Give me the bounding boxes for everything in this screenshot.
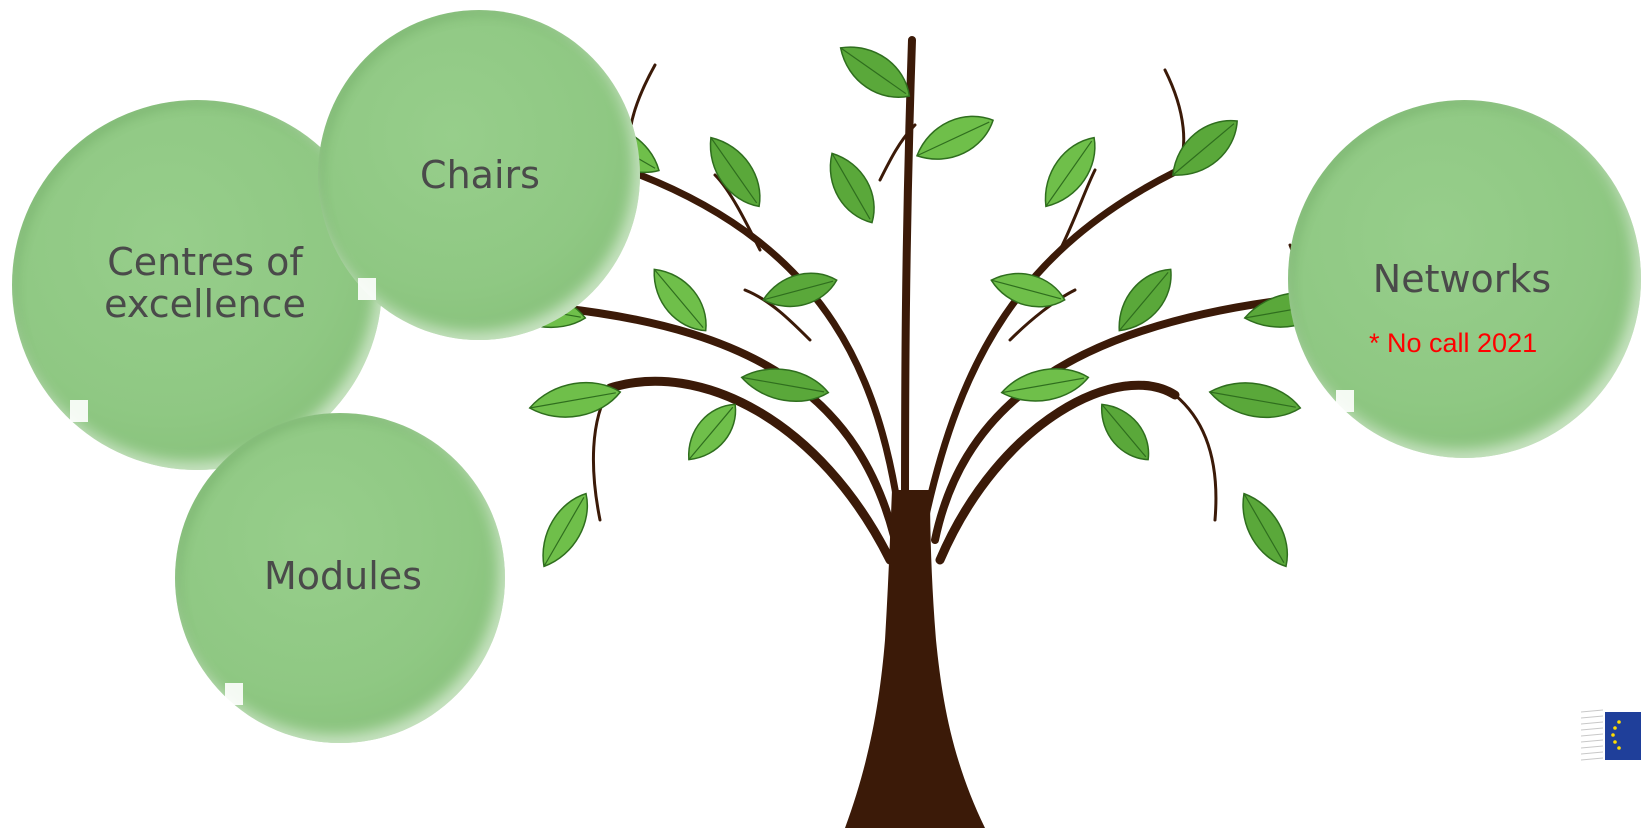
- leaf-icon: [762, 272, 838, 308]
- leaf-icon: [528, 381, 622, 418]
- leaf-icon: [1044, 136, 1096, 208]
- leaf-icon: [542, 492, 588, 568]
- leaf-icon: [829, 152, 875, 224]
- networks-label: Networks: [1372, 257, 1552, 301]
- leaf-icon: [1171, 119, 1238, 176]
- chairs-bubble: [318, 10, 640, 340]
- tree-branch: [636, 171, 904, 524]
- tree-trunk: [845, 490, 985, 828]
- tree-branch: [1058, 168, 1097, 252]
- leaf-icon: [990, 272, 1066, 308]
- leaf-icon: [1242, 492, 1288, 568]
- leaf-icon: [1208, 382, 1302, 419]
- leaf-icon: [1101, 403, 1150, 461]
- tree-leaves: [493, 46, 1337, 568]
- centres-of-excellence-label: Centres of excellence: [65, 241, 345, 325]
- tree-branch: [743, 288, 812, 342]
- centres-label-line1: Centres of: [107, 240, 303, 284]
- tree-branch: [713, 173, 762, 252]
- leaf-icon: [1000, 367, 1090, 402]
- tree-branch: [935, 380, 1180, 565]
- chairs-label: Chairs: [420, 153, 540, 197]
- leaf-icon: [740, 368, 830, 403]
- leaf-icon: [709, 136, 761, 208]
- networks-note: * No call 2021: [1369, 328, 1538, 358]
- tree-branch: [921, 168, 1179, 524]
- leaf-icon: [653, 268, 707, 332]
- leaf-icon: [839, 46, 911, 98]
- leaf-icon: [1118, 268, 1172, 332]
- tree-branch: [878, 123, 917, 182]
- modules-bubble: [175, 413, 505, 743]
- eu-flag-icon: [1581, 709, 1641, 761]
- modules-label: Modules: [264, 554, 422, 598]
- tree-branch: [605, 376, 895, 565]
- tree-branch: [1173, 393, 1218, 522]
- tree-branch: [1008, 288, 1077, 342]
- leaf-icon: [915, 115, 994, 160]
- leaf-icon: [688, 403, 737, 461]
- centres-label-line2: excellence: [104, 282, 306, 326]
- networks-bubble: [1288, 100, 1641, 458]
- tree-branch: [901, 36, 916, 524]
